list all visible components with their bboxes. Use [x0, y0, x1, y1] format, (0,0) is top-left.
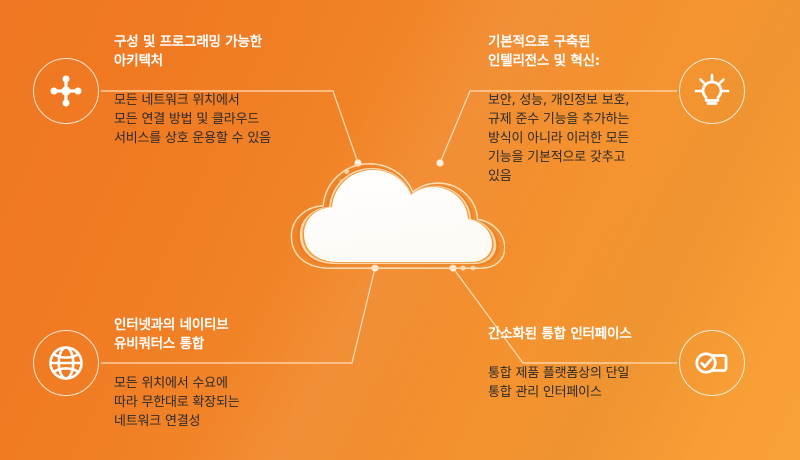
- quadrant-body: 모든 네트워크 위치에서 모든 연결 방법 및 클라우드 서비스를 상호 운용할…: [114, 93, 271, 146]
- quadrant-top-left: 구성 및 프로그래밍 가능한 아키텍처 모든 네트워크 위치에서 모든 연결 방…: [114, 33, 339, 148]
- quadrant-top-right: 기본적으로 구축된 인텔리전스 및 혁신: 보안, 성능, 개인정보 보호, 규…: [488, 33, 708, 186]
- quadrant-title: 간소화된 통합 인터페이스: [488, 326, 632, 342]
- network-hub-icon: [33, 58, 99, 124]
- check-interface-icon: [679, 330, 745, 396]
- quadrant-body: 모든 위치에서 수요에 따라 무한대로 확장되는 네트워크 연결성: [114, 376, 240, 429]
- cloud-face: [304, 170, 492, 262]
- quadrant-body: 보안, 성능, 개인정보 보호, 규제 준수 기능을 추가하는 방식이 아니라 …: [488, 93, 630, 184]
- globe-icon: [33, 330, 99, 396]
- quadrant-bottom-left: 인터넷과의 네이티브 유비쿼터스 통합 모든 위치에서 수요에 따라 무한대로 …: [114, 316, 339, 431]
- quadrant-title: 인터넷과의 네이티브 유비쿼터스 통합: [114, 317, 229, 352]
- lightbulb-icon: [679, 58, 745, 124]
- quadrant-title: 구성 및 프로그래밍 가능한 아키텍처: [114, 34, 262, 69]
- cloud-icon: [290, 150, 506, 280]
- quadrant-body: 통합 제품 플랫폼상의 단일 통합 관리 인터페이스: [488, 366, 630, 400]
- quadrant-title: 기본적으로 구축된 인텔리전스 및 혁신:: [488, 34, 600, 69]
- quadrant-bottom-right: 간소화된 통합 인터페이스 통합 제품 플랫폼상의 단일 통합 관리 인터페이스: [488, 325, 708, 402]
